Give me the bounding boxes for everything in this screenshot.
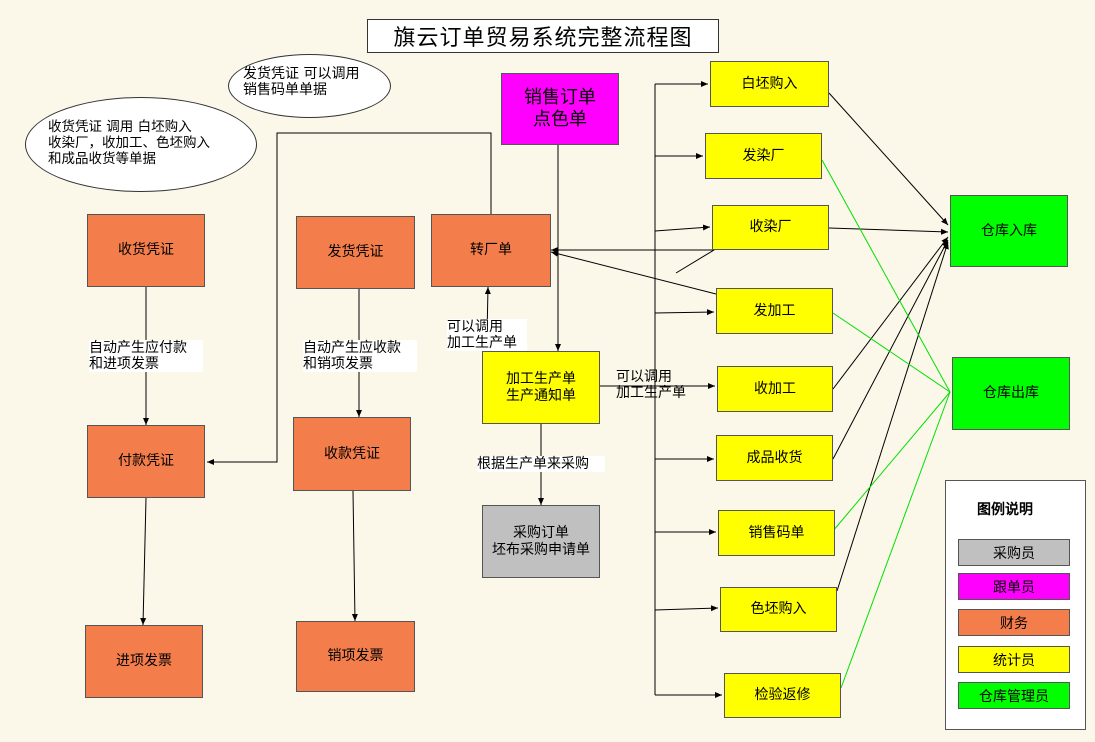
box-send-process: 发加工	[716, 288, 833, 334]
box-sales-order: 销售订单 点色单	[501, 73, 619, 145]
label-can-call-production-right: 可以调用 加工生产单	[616, 369, 686, 401]
note-receive-voucher: 收货凭证 调用 白坯购入 收染厂，收加工、色坯购入 和成品收货等单据	[25, 97, 257, 192]
box-sales-code: 销售码单	[718, 510, 835, 556]
box-warehouse-out: 仓库出库	[952, 357, 1070, 430]
box-color-purchase: 色坯购入	[720, 587, 837, 632]
legend: 图例说明 采购员 跟单员 财务 统计员 仓库管理员	[945, 480, 1086, 730]
legend-item-purchaser: 采购员	[958, 539, 1070, 566]
legend-title: 图例说明	[977, 502, 1033, 518]
box-transfer-order: 转厂单	[431, 214, 551, 287]
note-ship-voucher: 发货凭证 可以调用 销售码单单据	[228, 54, 391, 118]
box-inspection-return: 检验返修	[724, 673, 841, 718]
label-auto-payable: 自动产生应付款 和进项发票	[89, 340, 203, 372]
box-receive-dye: 收染厂	[712, 205, 829, 250]
box-warehouse-in: 仓库入库	[950, 195, 1068, 267]
label-purchase-by-production: 根据生产单来采购	[477, 456, 605, 472]
box-purchase-order: 采购订单 坯布采购申请单	[482, 505, 600, 578]
label-can-call-production-left: 可以调用 加工生产单	[447, 319, 527, 351]
box-input-invoice: 进项发票	[85, 625, 203, 698]
legend-item-finance: 财务	[958, 609, 1070, 636]
legend-item-merchandiser: 跟单员	[958, 573, 1070, 600]
box-receipt-voucher: 收货凭证	[87, 214, 205, 287]
box-product-receipt: 成品收货	[716, 435, 833, 481]
box-output-invoice: 销项发票	[296, 621, 415, 692]
box-payment-voucher: 付款凭证	[87, 425, 205, 498]
legend-item-statistician: 统计员	[958, 646, 1070, 673]
legend-item-warehouse-keeper: 仓库管理员	[958, 682, 1070, 709]
diagram-title: 旗云订单贸易系统完整流程图	[367, 19, 719, 53]
box-send-dye: 发染厂	[705, 133, 822, 179]
box-collection-voucher: 收款凭证	[293, 417, 411, 491]
box-ship-voucher: 发货凭证	[296, 216, 415, 289]
box-white-purchase: 白坯购入	[710, 61, 829, 107]
box-production-order: 加工生产单 生产通知单	[482, 351, 600, 424]
label-auto-receivable: 自动产生应收款 和销项发票	[303, 340, 417, 372]
box-receive-process: 收加工	[717, 366, 833, 412]
